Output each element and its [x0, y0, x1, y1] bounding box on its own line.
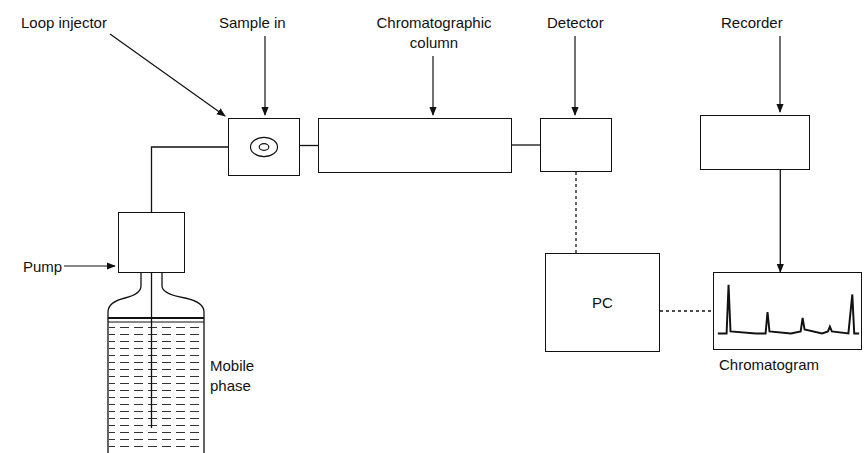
- leader-arrow: [110, 34, 225, 116]
- reservoir: Mobile phase: [105, 268, 207, 453]
- recorder-box: Recorder: [700, 115, 810, 170]
- flow-line: [512, 144, 540, 145]
- chromatogram-trace: [714, 273, 861, 349]
- leader-arrow: [264, 36, 265, 115]
- leader-arrow: [432, 56, 433, 115]
- box-label: PC: [546, 293, 659, 313]
- detector-box: Detector: [540, 118, 612, 172]
- part-label: Sample in: [219, 13, 286, 33]
- pump-box: Pump: [118, 212, 185, 273]
- flow-line: [780, 170, 781, 272]
- signal-line: [660, 310, 713, 311]
- pc-box: PC: [545, 253, 660, 352]
- part-label: Detector: [547, 13, 604, 33]
- part-label: Loop injector: [21, 13, 107, 33]
- injector-box: Loop injectorSample in: [228, 118, 300, 176]
- part-label: Mobile phase: [210, 356, 280, 396]
- signal-line: [575, 172, 576, 253]
- flow-line: [300, 145, 318, 146]
- leader-arrow: [779, 36, 780, 112]
- part-label: Recorder: [721, 13, 783, 33]
- reservoir-bottle: [105, 268, 207, 453]
- chromatogram-box: Chromatogram: [713, 272, 862, 350]
- column-box: Chromatographic column: [318, 118, 512, 173]
- flow-line: [152, 147, 229, 212]
- part-label: Pump: [23, 257, 62, 277]
- part-label: Chromatogram: [719, 355, 819, 375]
- part-label: Chromatographic column: [364, 13, 504, 53]
- leader-arrow: [574, 36, 575, 115]
- injector-loop: [229, 119, 299, 175]
- leader-arrow: [64, 265, 115, 266]
